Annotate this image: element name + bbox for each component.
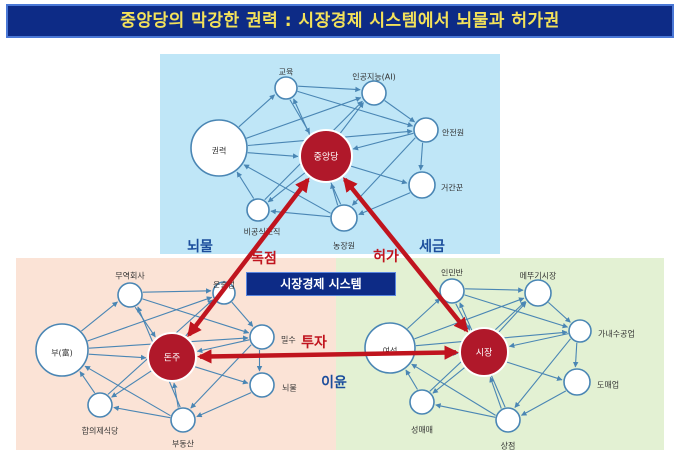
- right-spoke-link: [489, 376, 502, 409]
- top-spoke-link: [330, 183, 339, 206]
- monopoly-label: 독점: [251, 250, 277, 267]
- party-to-donju-arrow: [187, 177, 310, 338]
- party-to-market-arrow: [342, 177, 469, 333]
- right-hub-label: 시장: [476, 348, 493, 359]
- left-hub-circle: [147, 332, 197, 382]
- top-spoke-link: [352, 132, 414, 151]
- top-node-label: 농장원: [333, 241, 355, 251]
- top-node-label: 안전원: [442, 128, 464, 138]
- profit-label: 이윤: [321, 374, 347, 391]
- right-spoke-link: [508, 333, 569, 349]
- left-spoke-link: [111, 370, 152, 398]
- page-title: 중앙당의 막강한 권력 : 시장경제 시스템에서 뇌물과 허가권: [120, 11, 560, 31]
- right-spoke-link: [506, 361, 563, 381]
- top-spoke-link: [289, 99, 311, 134]
- investment-label: 투자: [301, 335, 327, 351]
- left-ring-link: [196, 392, 252, 418]
- right-node-circle: [524, 279, 552, 307]
- top-node-circle: [190, 119, 248, 177]
- left-node-label: 뇌물: [282, 384, 297, 393]
- left-node-circle: [35, 323, 89, 377]
- top-node-label: 교육: [279, 68, 294, 77]
- top-node-circle: [274, 76, 298, 100]
- right-node-label: 가내수공업: [598, 330, 635, 339]
- permit-label: 허가: [373, 248, 399, 265]
- top-node-label: 권력: [212, 146, 227, 156]
- left-hub-label: 돈주: [164, 353, 181, 364]
- left-node-label: 무역회사: [115, 271, 145, 281]
- left-node-label: 합의제식당: [82, 426, 119, 436]
- top-hub-circle: [299, 129, 353, 183]
- top-cross-link: [246, 96, 362, 139]
- right-node-label: 성매매: [411, 426, 433, 435]
- right-node-circle: [495, 407, 521, 433]
- left-node-label: 부동산: [172, 439, 195, 449]
- top-ring-link: [238, 94, 276, 128]
- right-cross-link: [411, 363, 496, 416]
- top-node-circle: [330, 204, 358, 232]
- top-node-label: 거간꾼: [441, 183, 463, 193]
- market-system-label: 시장경제 시스템: [246, 272, 396, 296]
- right-ring-link: [548, 301, 571, 323]
- right-ring-link: [405, 369, 418, 390]
- top-ring-link: [418, 142, 424, 171]
- tax-label: 세금: [419, 239, 445, 255]
- title-bar: 중앙당의 막강한 권력 : 시장경제 시스템에서 뇌물과 허가권: [6, 4, 674, 38]
- right-ring-link: [435, 403, 496, 418]
- left-node-label: 밀수: [281, 336, 296, 345]
- left-node-circle: [249, 324, 275, 350]
- right-ring-link: [572, 342, 579, 368]
- right-spoke-link: [498, 301, 527, 333]
- left-ring-link: [79, 371, 96, 394]
- right-node-label: 도매업: [597, 381, 619, 390]
- left-spoke-link: [134, 306, 156, 338]
- right-node-circle: [568, 319, 592, 343]
- left-ring-link: [81, 301, 118, 332]
- top-spoke-link: [339, 102, 364, 134]
- top-node-circle: [413, 117, 439, 143]
- left-node-circle: [249, 372, 275, 398]
- left-spoke-link: [194, 366, 249, 385]
- left-spoke-link: [172, 382, 179, 408]
- top-node-label: 비공식조직: [244, 227, 281, 237]
- right-node-circle: [563, 368, 591, 396]
- right-node-label: 인민반: [441, 268, 464, 278]
- top-ring-link: [384, 100, 416, 123]
- left-node-circle: [117, 282, 143, 308]
- right-node-label: 메뚜기시장: [520, 271, 557, 281]
- left-cross-link: [84, 365, 171, 417]
- right-ring-link: [465, 287, 524, 293]
- right-node-circle: [409, 389, 435, 415]
- right-hub-circle: [459, 327, 509, 377]
- left-ring-link: [113, 405, 171, 419]
- top-node-label: 인공지능(AI): [352, 72, 396, 82]
- top-ring-link: [298, 85, 361, 93]
- bribe-label: 뇌물: [187, 239, 213, 255]
- top-hub-label: 중앙당: [314, 151, 339, 163]
- right-ring-link: [521, 390, 567, 416]
- left-spoke-link: [88, 353, 147, 361]
- right-cross-link: [464, 294, 569, 329]
- top-spoke-link: [247, 152, 299, 159]
- top-node-circle: [361, 80, 387, 106]
- left-node-circle: [170, 407, 196, 433]
- top-node-circle: [408, 171, 436, 199]
- top-node-circle: [246, 198, 270, 222]
- donju-to-market-arrow: [197, 345, 459, 364]
- left-node-circle: [87, 392, 113, 418]
- right-spoke-link: [432, 367, 465, 394]
- left-node-label: 부(富): [51, 348, 73, 358]
- right-node-label: 상점: [501, 441, 516, 451]
